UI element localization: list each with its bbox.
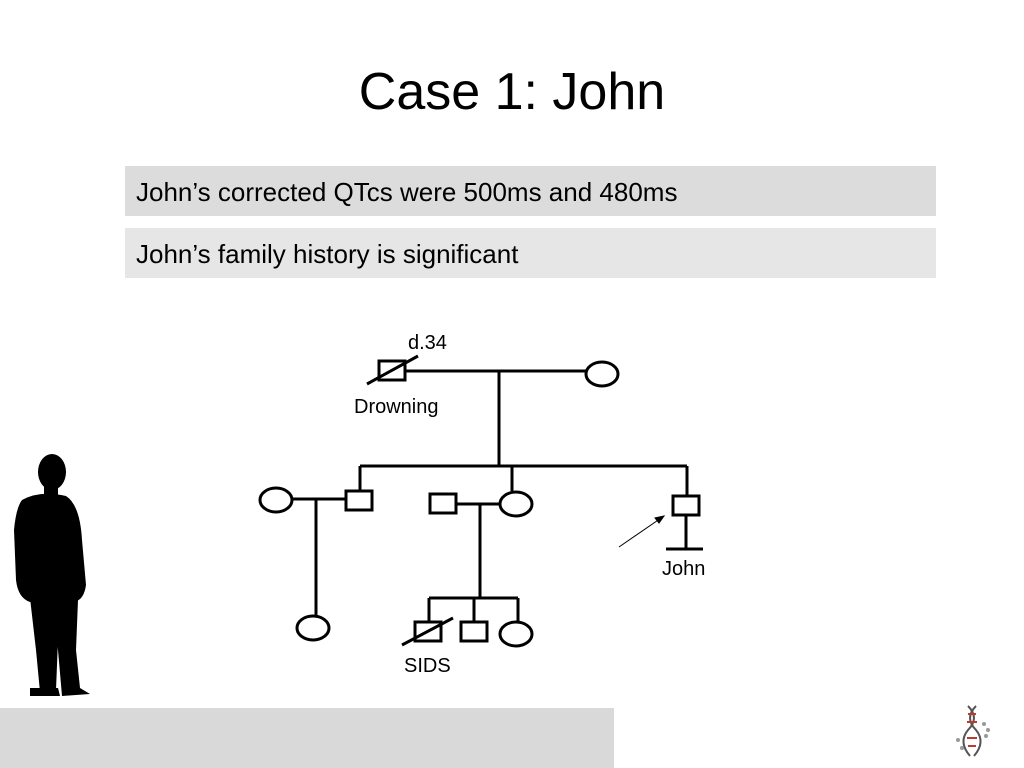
dna-logo-icon [956,705,990,757]
qtc-info-text: John’s corrected QTcs were 500ms and 480… [136,177,678,207]
aunt-circle [498,490,534,518]
grandfather-deceased-slash [366,354,419,386]
family-history-info-box: John’s family history is significant [125,228,936,278]
sids-deceased-slash [401,616,454,647]
slide-title: Case 1: John [358,63,666,121]
proband-label: John [662,558,705,580]
proband-arrowhead [654,515,666,524]
cousin-female-circle [498,620,534,648]
grandfather-age-label: d.34 [408,332,447,354]
footer-band [0,708,614,768]
grandmother-circle [584,360,620,388]
grandfather-cause-label: Drowning [354,396,438,418]
uncle-in-law-square [428,492,458,515]
man-silhouette-icon [14,454,90,696]
qtc-info-box: John’s corrected QTcs were 500ms and 480… [125,166,936,216]
aunt-in-law-circle [258,486,294,514]
cousin-circle [295,614,331,642]
family-history-text: John’s family history is significant [136,239,519,269]
uncle-square [344,489,374,512]
sids-label: SIDS [404,655,451,677]
father-square [671,494,701,517]
cousin-square [459,620,489,643]
proband-arrow [618,515,665,548]
